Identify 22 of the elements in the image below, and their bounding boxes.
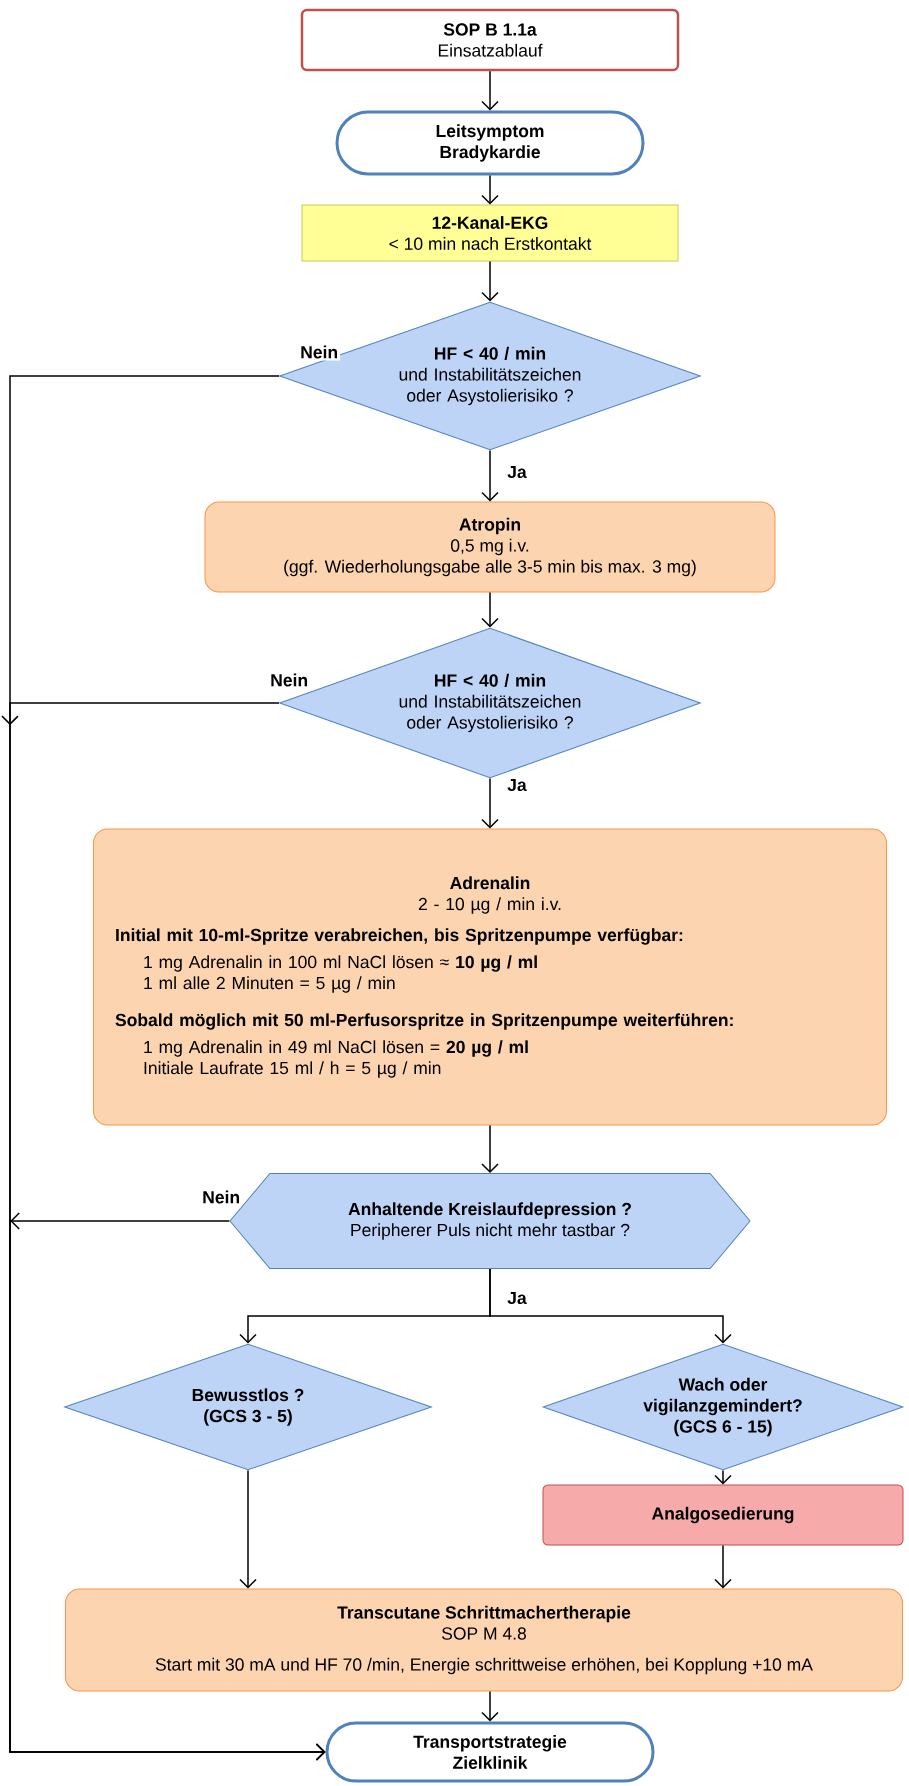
process-box: Adrenalin 2 - 10 µg / min i.v. Initial mit 10-ml-Spritze verabreichen, bis Spritzenpumpe verfügbar: 1 mg Adrenalin in 100 ml NaCl lösen ≈ 10 µg / ml 1 ml alle 2 Minuten = 5 µg / min Sobald möglich mit 50 ml-Perfusorspritze in Spritzenpumpe weiterführen: 1 mg Adrenalin in 49 ml NaCl lösen = 20 µg / ml Initiale Laufrate 15 ml / h = 5 µg / min	[93, 828, 887, 1126]
process-box: 12-Kanal-EKG < 10 min nach Erstkontakt	[301, 204, 679, 262]
edge-label: Ja	[505, 1289, 529, 1307]
arrow	[481, 174, 499, 205]
title-box: SOP B 1.1a Einsatzablauf	[300, 8, 680, 72]
arrow	[489, 1268, 732, 1344]
arrow	[714, 1544, 732, 1589]
arrow	[481, 1690, 499, 1722]
process-box: Transcutane Schrittmachertherapie SOP M 4.8 Start mit 30 mA und HF 70 /min, Energie schrittweise erhöhen, bei Kopplung +10 mA	[65, 1588, 903, 1692]
arrow	[481, 70, 499, 111]
arrow	[481, 591, 499, 628]
arrow	[481, 260, 499, 302]
arrow	[481, 449, 499, 502]
process-box: Atropin 0,5 mg i.v. (ggf. Wiederholungsgabe alle 3-5 min bis max. 3 mg)	[204, 501, 776, 593]
arrow	[481, 1124, 499, 1173]
arrow	[481, 777, 499, 829]
arrow	[239, 1469, 257, 1589]
edge-label: Ja	[505, 776, 529, 794]
arrow	[9, 1212, 326, 1761]
process-box: Analgosedierung	[542, 1484, 904, 1546]
edge-label: Ja	[505, 463, 529, 481]
edge-label: Nein	[298, 343, 341, 361]
